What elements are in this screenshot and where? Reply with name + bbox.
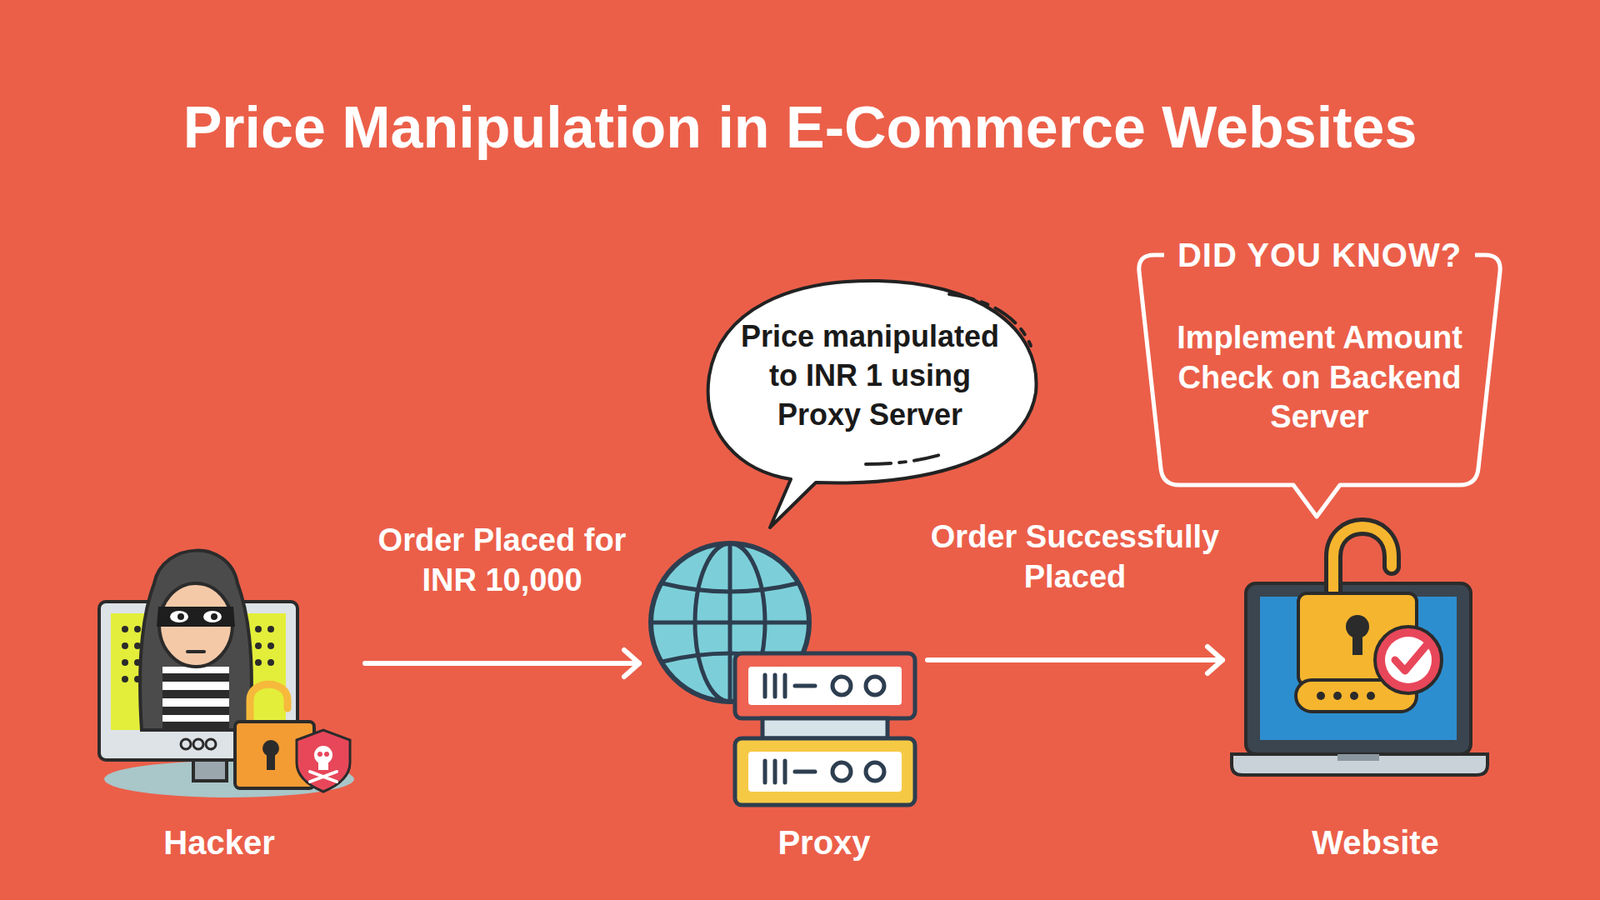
hacker-icon-part-part — [267, 659, 275, 666]
website-icon-part-part — [1350, 691, 1359, 700]
website-icon-part-part — [1366, 691, 1375, 700]
bubble-text: Price manipulated to INR 1 using Proxy S… — [728, 317, 1012, 435]
website-node: Website — [1229, 533, 1492, 863]
proxy-icon-part — [735, 738, 915, 805]
hacker-icon-part-part — [162, 690, 230, 699]
hacker-icon-part — [203, 610, 222, 623]
hacker-icon-part-part — [121, 625, 129, 633]
connector-line — [365, 660, 640, 666]
hacker-icon-part-part — [162, 706, 230, 715]
hacker-icon-part-part — [255, 642, 262, 650]
website-icon-part — [1375, 626, 1442, 694]
hacker-icon-part-part — [255, 659, 262, 666]
hacker-icon-part — [310, 771, 337, 782]
bubble-accent — [865, 454, 943, 465]
hacker-icon-part-part — [267, 625, 275, 633]
website-icon — [1231, 526, 1488, 775]
hacker-icon-part-part — [162, 721, 230, 730]
proxy-icon-part — [650, 620, 810, 625]
website-icon-part-part — [1333, 691, 1342, 700]
hacker-icon-part — [180, 739, 216, 750]
edge-label: Order Successfully Placed — [920, 517, 1230, 597]
proxy-icon-part-part — [865, 676, 885, 695]
proxy-icon-part-part — [765, 675, 815, 697]
hacker-icon-part — [162, 666, 230, 730]
node-label: Hacker — [163, 822, 275, 863]
proxy-icon-part — [762, 718, 888, 739]
hacker-icon-part-part — [193, 739, 204, 750]
website-icon-part — [1231, 754, 1488, 775]
flow-arrow — [927, 646, 1223, 674]
proxy-icon-part-part — [832, 676, 851, 695]
hacker-icon-part-part — [121, 642, 129, 650]
hacker-icon-part — [156, 606, 235, 627]
website-icon-part — [1316, 691, 1375, 700]
outline-path — [708, 280, 1037, 528]
edge-label: Order Placed for INR 10,000 — [347, 520, 658, 600]
website-icon-part-part — [1316, 691, 1325, 700]
hacker-icon-part-part — [267, 642, 275, 650]
hacker-icon-part — [266, 748, 275, 770]
proxy-icon-part — [662, 583, 798, 662]
connector-line — [927, 657, 1223, 663]
speech-bubble: Price manipulated to INR 1 using Proxy S… — [699, 275, 1041, 531]
hacker-icon-part-part — [255, 625, 262, 633]
hacker-icon-part — [177, 613, 185, 620]
hacker-icon-part — [318, 761, 329, 770]
hacker-icon-part-part — [205, 739, 216, 750]
hacker-icon-part — [324, 751, 330, 757]
tip-callout: DID YOU KNOW? Implement Amount Check on B… — [1130, 235, 1509, 520]
flow-arrow — [365, 650, 640, 677]
proxy-icon-part — [735, 653, 915, 719]
proxy-icon-part-part — [832, 762, 851, 781]
proxy-icon-part-part — [765, 760, 815, 783]
hacker-icon-part — [210, 613, 218, 620]
proxy-icon — [650, 543, 915, 805]
website-icon-part — [1333, 526, 1392, 596]
hacker-icon-part-part — [134, 625, 141, 633]
hacker-icon-part-part — [121, 659, 129, 666]
hacker-icon-part — [140, 550, 252, 730]
proxy-node: Proxy — [645, 537, 921, 863]
actor-node: Hacker — [96, 533, 359, 863]
hacker-icon-part-part — [180, 739, 191, 750]
website-icon-part — [1352, 630, 1363, 655]
callout-heading: DID YOU KNOW? — [1164, 235, 1475, 275]
hacker-icon-part-part — [121, 675, 129, 683]
website-icon-part — [1395, 645, 1427, 671]
proxy-icon-part-part — [865, 762, 885, 781]
website-icon-part — [1385, 636, 1432, 684]
callout-text: Implement Amount Check on Backend Server — [1157, 318, 1483, 438]
hacker-icon-part-part — [162, 673, 230, 682]
hacker-icon-part — [314, 745, 333, 765]
proxy-icon-part — [748, 666, 902, 705]
hacker-icon-part — [187, 650, 205, 654]
outline-path — [1139, 255, 1500, 517]
node-label: Proxy — [777, 822, 870, 863]
arrow-head — [1207, 646, 1223, 674]
hacker-icon — [99, 550, 355, 798]
proxy-icon-part — [765, 675, 885, 783]
hacker-icon-part — [317, 751, 323, 757]
diagram-title: Price Manipulation in E-Commerce Website… — [0, 90, 1600, 165]
hacker-icon-part — [170, 610, 189, 623]
hacker-icon-part — [296, 730, 350, 792]
website-icon-part — [1245, 583, 1471, 755]
node-label: Website — [1311, 822, 1440, 863]
website-icon-part — [1333, 526, 1392, 596]
hacker-icon-part — [162, 673, 230, 730]
proxy-icon-part — [748, 751, 902, 792]
website-icon-part — [1337, 754, 1380, 761]
arrow-head — [624, 650, 640, 677]
